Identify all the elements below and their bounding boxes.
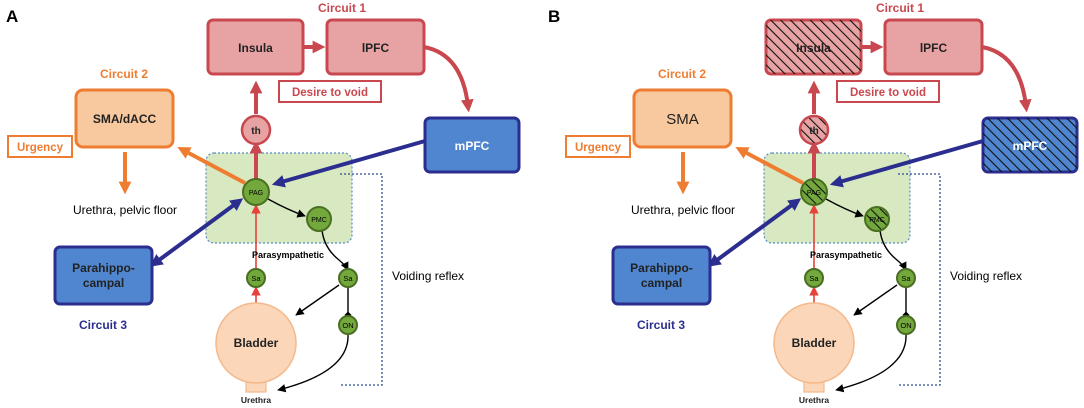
bladder-label: Bladder <box>234 336 279 350</box>
insula-hatching <box>766 20 861 74</box>
parahippo-pag-arrow <box>149 198 244 267</box>
pag-to-sma-arrow <box>177 146 246 185</box>
lpfc-label: lPFC <box>920 41 948 55</box>
diagram-a: A Insula lPFC Circuit 1 Desire to void t… <box>6 1 521 405</box>
sa-node-efferent <box>896 268 916 288</box>
sa-afferent-label: Sa <box>251 274 261 283</box>
bladder-label: Bladder <box>792 336 837 350</box>
sma-box <box>632 88 733 149</box>
circuit-1-label: Circuit 1 <box>876 1 924 15</box>
circuit-1-label: Circuit 1 <box>318 1 366 15</box>
pmc-label: PMC <box>311 217 327 224</box>
circuit-3-label: Circuit 3 <box>637 318 685 332</box>
voiding-reflex-bracket <box>340 173 383 386</box>
mpfc-label: mPFC <box>1013 139 1048 153</box>
sa-to-bladder-arrow <box>295 284 340 316</box>
sa-efferent-label: Sa <box>343 274 353 283</box>
sa-node-efferent <box>338 268 358 288</box>
urethra-label: Urethra <box>241 395 272 405</box>
circuit-2-label: Circuit 2 <box>658 67 706 81</box>
pmc-to-sa-arrow <box>321 229 349 271</box>
parasympathetic-label: Parasympathetic <box>810 250 882 260</box>
lpfc-label: lPFC <box>362 41 390 55</box>
lpfc-to-mpfc-arrow <box>981 45 1032 113</box>
bladder <box>773 302 855 384</box>
urgency-label: Urgency <box>575 142 622 154</box>
desire-to-void-label: Desire to void <box>850 87 926 99</box>
urethra-label: Urethra <box>799 395 830 405</box>
panel-letter-b: B <box>548 7 560 26</box>
voiding-reflex-bracket <box>898 173 941 386</box>
circuit-3-label: Circuit 3 <box>79 318 127 332</box>
voiding-reflex-label: Voiding reflex <box>950 269 1022 283</box>
pag-hatching <box>802 180 826 204</box>
circuit-2-label: Circuit 2 <box>100 67 148 81</box>
parahippocampal-box <box>611 245 712 306</box>
on-to-urethra-arrow <box>835 333 907 393</box>
insula-label: Insula <box>796 41 831 55</box>
pag-to-pmc-arrow <box>267 198 306 218</box>
panel-a: A Insula lPFC Circuit 1 Desire to void t… <box>6 1 521 405</box>
urethra-pelvic-floor-label: Urethra, pelvic floor <box>631 203 735 217</box>
pag-label: PAG <box>807 190 821 197</box>
parahippo-pag-arrow <box>707 198 802 267</box>
thalamus-node <box>240 114 272 146</box>
pmc-to-sa-arrow <box>879 229 907 271</box>
thalamus-label: th <box>251 126 260 137</box>
sma-dacc-label: SMA/dACC <box>93 112 157 126</box>
pmc-node <box>306 206 332 232</box>
sa-to-bladder-arrow <box>853 284 898 316</box>
sa-afferent-label: Sa <box>809 274 819 283</box>
desire-to-void-box <box>278 80 382 103</box>
urethra-pelvic-floor-label: Urethra, pelvic floor <box>73 203 177 217</box>
sa-node-afferent <box>246 268 266 288</box>
mpfc-to-pag-arrow <box>271 139 426 188</box>
urgency-box <box>565 135 631 158</box>
thalamus-label: th <box>809 126 818 137</box>
pag-to-sma-arrow <box>735 146 804 185</box>
urgency-label: Urgency <box>17 142 64 154</box>
insula-box <box>206 18 305 76</box>
sma-dacc-box <box>74 88 175 149</box>
mpfc-label: mPFC <box>455 139 490 153</box>
parasympathetic-label: Parasympathetic <box>252 250 324 260</box>
lpfc-box <box>325 18 426 76</box>
bladder <box>215 302 297 384</box>
mpfc-box <box>423 116 521 174</box>
pag-node <box>242 178 270 206</box>
diagram-b: B Insula lPFC Circuit 1 Desire to void t… <box>548 1 1079 405</box>
parahippocampal-box <box>53 245 154 306</box>
on-label: ON <box>900 321 911 330</box>
on-node <box>338 315 358 335</box>
desire-to-void-box <box>836 80 940 103</box>
on-node <box>896 315 916 335</box>
on-to-urethra-arrow <box>277 333 349 393</box>
lpfc-box <box>883 18 984 76</box>
thalamus-hatching <box>801 117 827 143</box>
sma-label: SMA <box>666 111 699 128</box>
parahippocampal-label-line1: Parahippo- <box>630 261 693 275</box>
panel-letter-a: A <box>6 7 18 26</box>
desire-to-void-label: Desire to void <box>292 87 368 99</box>
pmc-label: PMC <box>869 217 885 224</box>
pag-label: PAG <box>249 190 263 197</box>
on-label: ON <box>342 321 353 330</box>
pmc-hatching <box>866 208 888 230</box>
parahippocampal-label-line2: campal <box>83 276 124 290</box>
urgency-box <box>7 135 73 158</box>
lpfc-to-mpfc-arrow <box>423 45 474 113</box>
mpfc-hatching <box>983 118 1077 172</box>
parahippocampal-label-line1: Parahippo- <box>72 261 135 275</box>
sa-node-afferent <box>804 268 824 288</box>
mpfc-to-pag-arrow <box>829 139 984 188</box>
panel-b: B Insula lPFC Circuit 1 Desire to void t… <box>542 0 1084 408</box>
insula-label: Insula <box>238 41 273 55</box>
parahippocampal-label-line2: campal <box>641 276 682 290</box>
voiding-reflex-label: Voiding reflex <box>392 269 464 283</box>
pag-to-pmc-arrow <box>825 198 864 218</box>
sa-efferent-label: Sa <box>901 274 911 283</box>
